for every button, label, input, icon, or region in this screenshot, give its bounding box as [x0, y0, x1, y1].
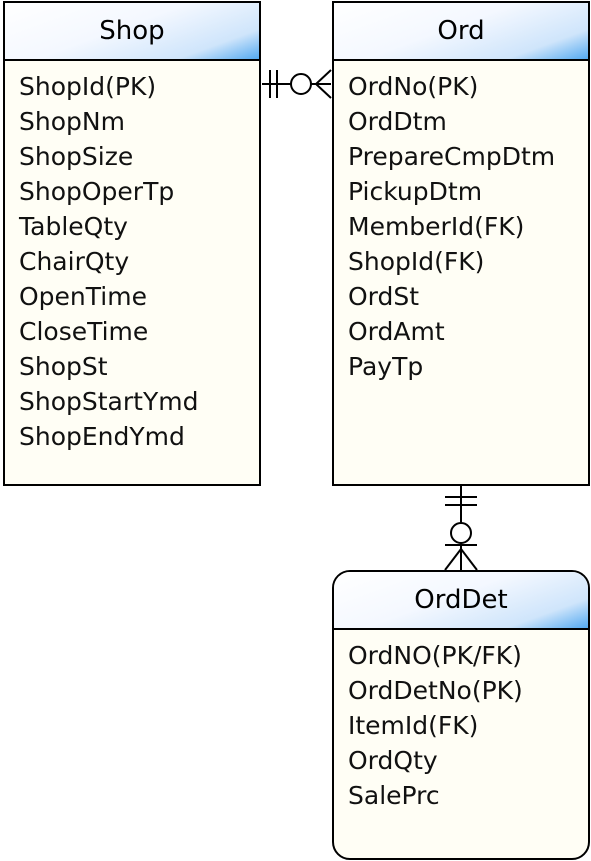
entity-field: ShopSt: [19, 352, 108, 381]
entity-field: OrdDtm: [348, 107, 447, 136]
entity-ord-title: Ord: [334, 3, 588, 61]
entity-field: SalePrc: [348, 781, 440, 810]
entity-field: ChairQty: [19, 247, 130, 276]
shop-ord-zero-circle: [290, 73, 312, 95]
ord-orddet-crowfoot-right: [460, 548, 478, 571]
entity-field: OrdDetNo(PK): [348, 676, 523, 705]
entity-field: ShopEndYmd: [19, 422, 185, 451]
entity-field: CloseTime: [19, 317, 149, 346]
shop-ord-crowfoot-top: [315, 69, 332, 85]
entity-field: ShopNm: [19, 107, 125, 136]
entity-orddet-title: OrdDet: [334, 572, 588, 630]
relationship-ord-orddet: [444, 486, 478, 571]
entity-field: OrdSt: [348, 282, 420, 311]
entity-field: OrdQty: [348, 746, 438, 775]
entity-field: OrdAmt: [348, 317, 445, 346]
entity-field: ItemId(FK): [348, 711, 479, 740]
relationship-shop-ord: [262, 69, 332, 99]
entity-field: ShopId(PK): [19, 72, 157, 101]
ord-orddet-zero-circle: [450, 522, 472, 544]
entity-field: ShopSize: [19, 142, 134, 171]
entity-field: OrdNO(PK/FK): [348, 641, 522, 670]
entity-field: PrepareCmpDtm: [348, 142, 556, 171]
entity-orddet-fields: OrdNO(PK/FK) OrdDetNo(PK) ItemId(FK) OrdQty…: [334, 630, 588, 813]
entity-field: PickupDtm: [348, 177, 483, 206]
entity-field: ShopStartYmd: [19, 387, 199, 416]
ord-orddet-crowfoot-left: [444, 548, 462, 571]
entity-field: ShopOperTp: [19, 177, 175, 206]
entity-orddet[interactable]: OrdDet OrdNO(PK/FK) OrdDetNo(PK) ItemId(FK…: [332, 570, 590, 860]
shop-ord-crowfoot-bottom: [315, 83, 332, 99]
entity-field: TableQty: [19, 212, 128, 241]
entity-field: PayTp: [348, 352, 424, 381]
entity-field: MemberId(FK): [348, 212, 525, 241]
entity-field: OrdNo(PK): [348, 72, 479, 101]
entity-field: ShopId(FK): [348, 247, 485, 276]
entity-shop-title: Shop: [5, 3, 259, 61]
entity-field: OpenTime: [19, 282, 147, 311]
